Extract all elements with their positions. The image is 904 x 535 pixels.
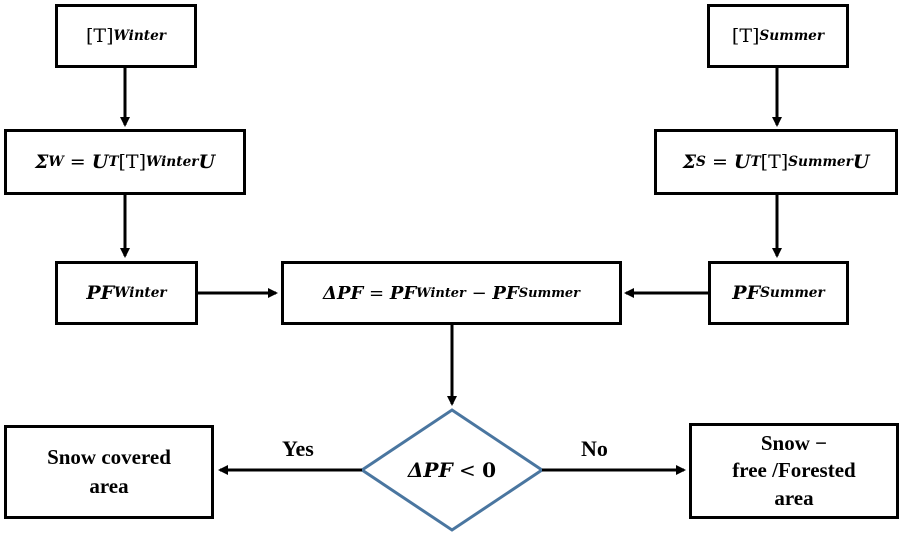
- sigma-s-summer-sub: Summer: [788, 154, 853, 170]
- pf-summer-sub: Summer: [760, 285, 825, 301]
- sigma-w-u: U: [91, 151, 109, 173]
- decision-zero: 0: [482, 458, 497, 482]
- sigma-w-winter-sub: Winter: [146, 154, 199, 170]
- no-label: No: [581, 436, 608, 461]
- t-winter-bracket: [T]: [86, 25, 114, 47]
- sigma-w-bracket: [T]: [118, 151, 147, 173]
- delta-pf-sub2: Summer: [518, 285, 580, 301]
- delta-pf-lhs: ΔPF: [323, 282, 364, 304]
- pf-winter-sub: Winter: [114, 285, 167, 301]
- decision-text: ΔPF < 0: [362, 440, 542, 500]
- delta-pf-eq: =: [363, 282, 390, 304]
- sigma-s-u: U: [733, 151, 751, 173]
- sigma-s-bracket: [T]: [760, 151, 789, 173]
- sigma-w-u2: U: [198, 151, 216, 173]
- delta-pf-pf1: PF: [389, 282, 417, 304]
- delta-pf-pf2: PF: [492, 282, 519, 304]
- t-winter-box: [T]Winter: [55, 4, 197, 68]
- sigma-w-sub: W: [48, 154, 64, 170]
- snow-free-line3: area: [774, 485, 814, 510]
- sigma-s-sup: T: [750, 154, 761, 170]
- delta-pf-minus: −: [465, 282, 493, 304]
- sigma-s-sub: S: [696, 154, 706, 170]
- snow-free-line2: free /Forested: [732, 458, 856, 483]
- t-winter-sub: Winter: [113, 28, 166, 44]
- snow-free-box: Snow − free /Forested area: [689, 423, 899, 519]
- snow-covered-line2: area: [89, 474, 129, 498]
- sigma-w-symbol: Σ: [34, 151, 49, 173]
- decision-diamond: [359, 408, 545, 532]
- sigma-s-eq: =: [705, 151, 734, 173]
- delta-pf-sub1: Winter: [416, 285, 466, 301]
- t-summer-sub: Summer: [759, 28, 825, 44]
- snow-covered-box: Snow covered area: [4, 425, 214, 519]
- decision-dpf: ΔPF: [407, 458, 453, 482]
- t-summer-bracket: [T]: [731, 25, 760, 47]
- sigma-w-eq: =: [63, 151, 92, 173]
- sigma-s-symbol: Σ: [682, 151, 697, 173]
- snow-covered-line1: Snow covered: [47, 444, 171, 469]
- sigma-s-u2: U: [852, 151, 870, 173]
- yes-label: Yes: [282, 436, 314, 461]
- sigma-w-sup: T: [108, 154, 119, 170]
- snow-free-line1: Snow −: [760, 431, 828, 456]
- pf-winter-pf: PF: [86, 282, 115, 304]
- decision-op: <: [452, 458, 483, 482]
- t-summer-box: [T]Summer: [707, 4, 849, 68]
- pf-summer-pf: PF: [732, 282, 761, 304]
